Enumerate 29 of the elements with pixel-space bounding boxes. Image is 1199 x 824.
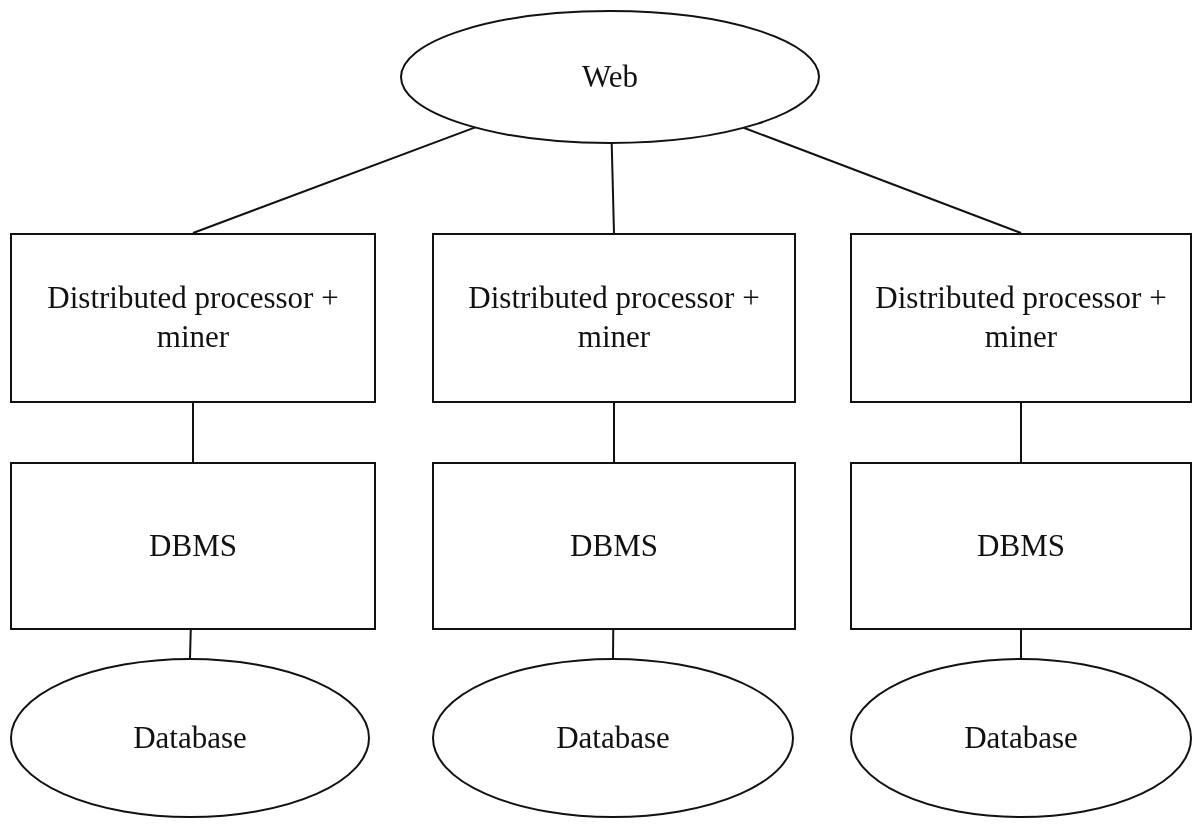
ellipse-node bbox=[850, 658, 1192, 818]
node-label: DBMS bbox=[977, 526, 1065, 565]
process-box bbox=[10, 462, 376, 630]
ellipse-node bbox=[10, 658, 370, 818]
node-label: DBMS bbox=[570, 526, 658, 565]
process-box bbox=[432, 233, 796, 403]
ellipse-node bbox=[400, 10, 820, 144]
connector-line bbox=[612, 629, 615, 659]
connector-line bbox=[1020, 629, 1022, 659]
connector-line bbox=[192, 126, 477, 234]
node-label: Distributed processor + miner bbox=[467, 279, 761, 356]
process-box bbox=[850, 462, 1192, 630]
connector-line bbox=[192, 402, 194, 463]
connector-line bbox=[610, 142, 615, 234]
node-label: Distributed processor + miner bbox=[46, 279, 340, 356]
connector-line bbox=[1020, 402, 1022, 463]
node-label: Database bbox=[964, 718, 1078, 757]
node-label: DBMS bbox=[149, 526, 237, 565]
connector-line bbox=[189, 629, 192, 659]
node-label: Database bbox=[133, 718, 247, 757]
ellipse-node bbox=[432, 658, 794, 818]
node-label: Distributed processor + miner bbox=[874, 279, 1168, 356]
process-box bbox=[10, 233, 376, 403]
connector-line bbox=[742, 126, 1022, 234]
connector-line bbox=[613, 402, 615, 463]
node-label: Database bbox=[556, 718, 670, 757]
process-box bbox=[850, 233, 1192, 403]
process-box bbox=[432, 462, 796, 630]
node-label: Web bbox=[581, 57, 638, 96]
